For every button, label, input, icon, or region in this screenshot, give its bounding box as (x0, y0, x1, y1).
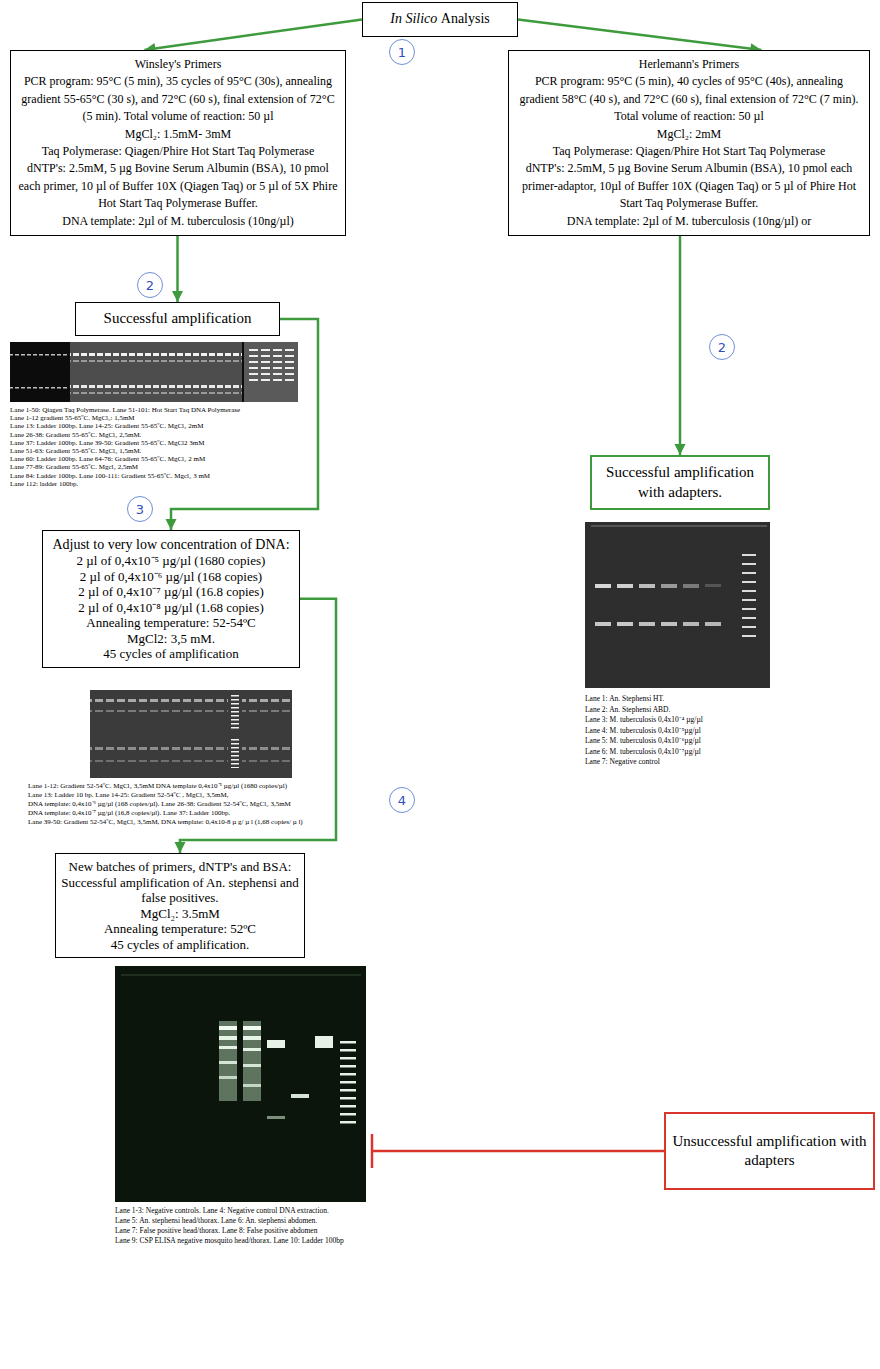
step-circle: 1 (389, 39, 415, 65)
caption-text: Lane 1-3: Negative controls. Lane 4: Neg… (115, 1206, 377, 1216)
arrow-head (166, 519, 177, 530)
flow-arrow (675, 236, 686, 455)
caption-text: Lane 112: ladder 100bp. (10, 480, 302, 488)
node-text: 4 (398, 794, 406, 807)
caption-text: Lane 13: Ladder 100bp. Lane 14-25: Gradi… (10, 422, 302, 430)
node-text: Taq Polymerase: Qiagen/Phire Hot Start T… (514, 143, 864, 160)
node-text: DNA template: 2µl of M. tuberculosis (10… (514, 213, 864, 230)
node-text: PCR program: 95°C (5 min), 35 cycles of … (16, 73, 340, 125)
result-box: Successful amplification (75, 302, 280, 336)
arrow-head (172, 291, 183, 302)
caption-text: Lane 7: False positive head/thorax. Lane… (115, 1226, 377, 1236)
caption-text: Lane 5: M. tuberculosis 0,4x10⁻⁶µg/µl (585, 736, 775, 747)
caption-text: Lane 37: Ladder 100bp. Lane 39-50: Gradi… (10, 439, 302, 447)
caption-text: Lane 1: An. Stephensi HT. (585, 694, 775, 705)
start-box: In Silico Analysis (362, 2, 518, 37)
step-circle: 4 (389, 787, 415, 813)
caption-text: DNA template: 0,4x10⁻⁶ µg/µl (168 copies… (28, 800, 320, 809)
caption-text: Lane 9: CSP ELISA negative mosquito head… (115, 1236, 377, 1246)
caption-text: Lane 13: Ladder 10 bp. Lane 14-25: Gradi… (28, 791, 320, 800)
node-text: Winsley's Primers (16, 56, 340, 73)
node-text: MgCl2: 3,5 mM. (48, 631, 294, 647)
arrow-head (675, 444, 686, 455)
inhibition-line (366, 1126, 666, 1176)
node-text: 2 µl of 0,4x10⁻⁶ µg/µl (168 copies) (48, 569, 294, 585)
node-text: Adjust to very low concentration of DNA: (48, 536, 294, 553)
process-box: Adjust to very low concentration of DNA:… (42, 530, 300, 668)
node-text: Successful amplification (104, 309, 252, 329)
node-text: PCR program: 95°C (5 min), 40 cycles of … (514, 73, 864, 125)
result-box: Successful amplification with adapters. (590, 455, 770, 510)
flow-arrow (518, 19, 761, 54)
caption-text: Lane 84: Ladder 100bp. Lane 100-111: Gra… (10, 472, 302, 480)
arrow-line (518, 19, 761, 50)
node-text: MgCl₂: 3.5mM (61, 906, 299, 922)
node-text: 2 (146, 279, 154, 292)
node-text: 2 µl of 0,4x10⁻⁸ µg/µl (1.68 copies) (48, 600, 294, 616)
gel-image (585, 522, 770, 688)
caption-text: Lane 1-12: Gradient 52-54ºC. MgCl₂ 3,5mM… (28, 782, 320, 791)
flow-arrow (172, 236, 183, 302)
caption-text: Lane 1-12 gradient 55-65ºC. MgCl₂: 1,5mM (10, 414, 302, 422)
arrow-line (679, 236, 682, 455)
gel-image (10, 342, 298, 402)
node-text: New batches of primers, dNTP's and BSA: … (61, 859, 299, 906)
node-text: Unsuccessful amplification with adapters (672, 1132, 867, 1171)
node-text: 2 µl of 0,4x10⁻⁷ µg/µl (16.8 copies) (48, 584, 294, 600)
process-box: New batches of primers, dNTP's and BSA: … (55, 853, 305, 958)
node-text: Herlemann's Primers (514, 56, 864, 73)
node-text: 2 (718, 341, 726, 354)
node-text: dNTP's: 2.5mM, 5 µg Bovine Serum Albumin… (16, 160, 340, 212)
caption-text: Lane 3: M. tuberculosis 0,4x10⁻⁴ µg/µl (585, 715, 775, 726)
step-circle: 3 (127, 496, 153, 522)
arrow-head (175, 842, 186, 853)
node-text: 1 (398, 46, 406, 59)
caption-group: Lane 1-12: Gradient 52-54ºC. MgCl₂ 3,5mM… (28, 782, 320, 827)
node-text: MgCl₂: 1.5mM- 3mM (16, 126, 340, 143)
caption-text: Lane 6: M. tuberculosis 0,4x10⁻⁷µg/µl (585, 747, 775, 758)
node-text: In Silico (390, 11, 437, 26)
caption-text: Lane 7: Negative control (585, 757, 775, 768)
node-text: dNTP's: 2.5mM, 5 µg Bovine Serum Albumin… (514, 160, 864, 212)
process-box: Herlemann's PrimersPCR program: 95°C (5 … (508, 50, 870, 236)
process-box: Winsley's PrimersPCR program: 95°C (5 mi… (10, 50, 346, 236)
arrow-line (144, 19, 362, 50)
node-text: 45 cycles of amplification (48, 646, 294, 662)
node-text: DNA template: 2µl of M. tuberculosis (10… (16, 213, 340, 230)
step-circle: 2 (137, 272, 163, 298)
caption-group: Lane 1-3: Negative controls. Lane 4: Neg… (115, 1206, 377, 1246)
caption-text: Lane 77-89: Gradient 55-65ºC. Mgcl₂ 2,5m… (10, 463, 302, 471)
node-text: Annealing temperature: 52-54ºC (48, 615, 294, 631)
node-text: Analysis (441, 11, 490, 26)
step-circle: 2 (709, 334, 735, 360)
node-text: 45 cycles of amplification. (61, 937, 299, 953)
caption-text: Lane 1-50: Qiagen Taq Polymerase. Lane 5… (10, 406, 302, 414)
gel-image (90, 690, 292, 778)
node-text: Successful amplification with adapters. (598, 463, 762, 502)
caption-text: Lane 60: Ladder 100bp. Lane 64-76: Gradi… (10, 455, 302, 463)
caption-text: Lane 26-38: Gradient 55-65ºC. MgCl₂ 2,5m… (10, 431, 302, 439)
gel-image (115, 966, 366, 1202)
node-text: 2 µl of 0,4x10⁻⁵ µg/µl (1680 copies) (48, 553, 294, 569)
caption-text: Lane 39-50: Gradient 52-54ºC, MgCl₂ 3,5m… (28, 818, 320, 827)
caption-text: Lane 2: An. Stephensi ABD. (585, 705, 775, 716)
node-text: Taq Polymerase: Qiagen/Phire Hot Start T… (16, 143, 340, 160)
result-box: Unsuccessful amplification with adapters (664, 1112, 875, 1190)
caption-text: Lane 51-63: Gradient 55-65ºC. MgCl₂ 1,5m… (10, 447, 302, 455)
caption-text: Lane 5: An. stephensi head/thorax. Lane … (115, 1216, 377, 1226)
caption-group: Lane 1: An. Stephensi HT.Lane 2: An. Ste… (585, 694, 775, 768)
node-text: 3 (136, 503, 144, 516)
caption-group: Lane 1-50: Qiagen Taq Polymerase. Lane 5… (10, 406, 302, 488)
caption-text: Lane 4: M. tuberculosis 0,4x10⁻⁵µg/µl (585, 726, 775, 737)
node-text: MgCl₂: 2mM (514, 126, 864, 143)
flow-arrow (144, 19, 362, 54)
caption-text: DNA template: 0,4x10⁻⁷ µg/µl (16,8 copie… (28, 809, 320, 818)
node-text: Annealing temperature: 52ºC (61, 921, 299, 937)
